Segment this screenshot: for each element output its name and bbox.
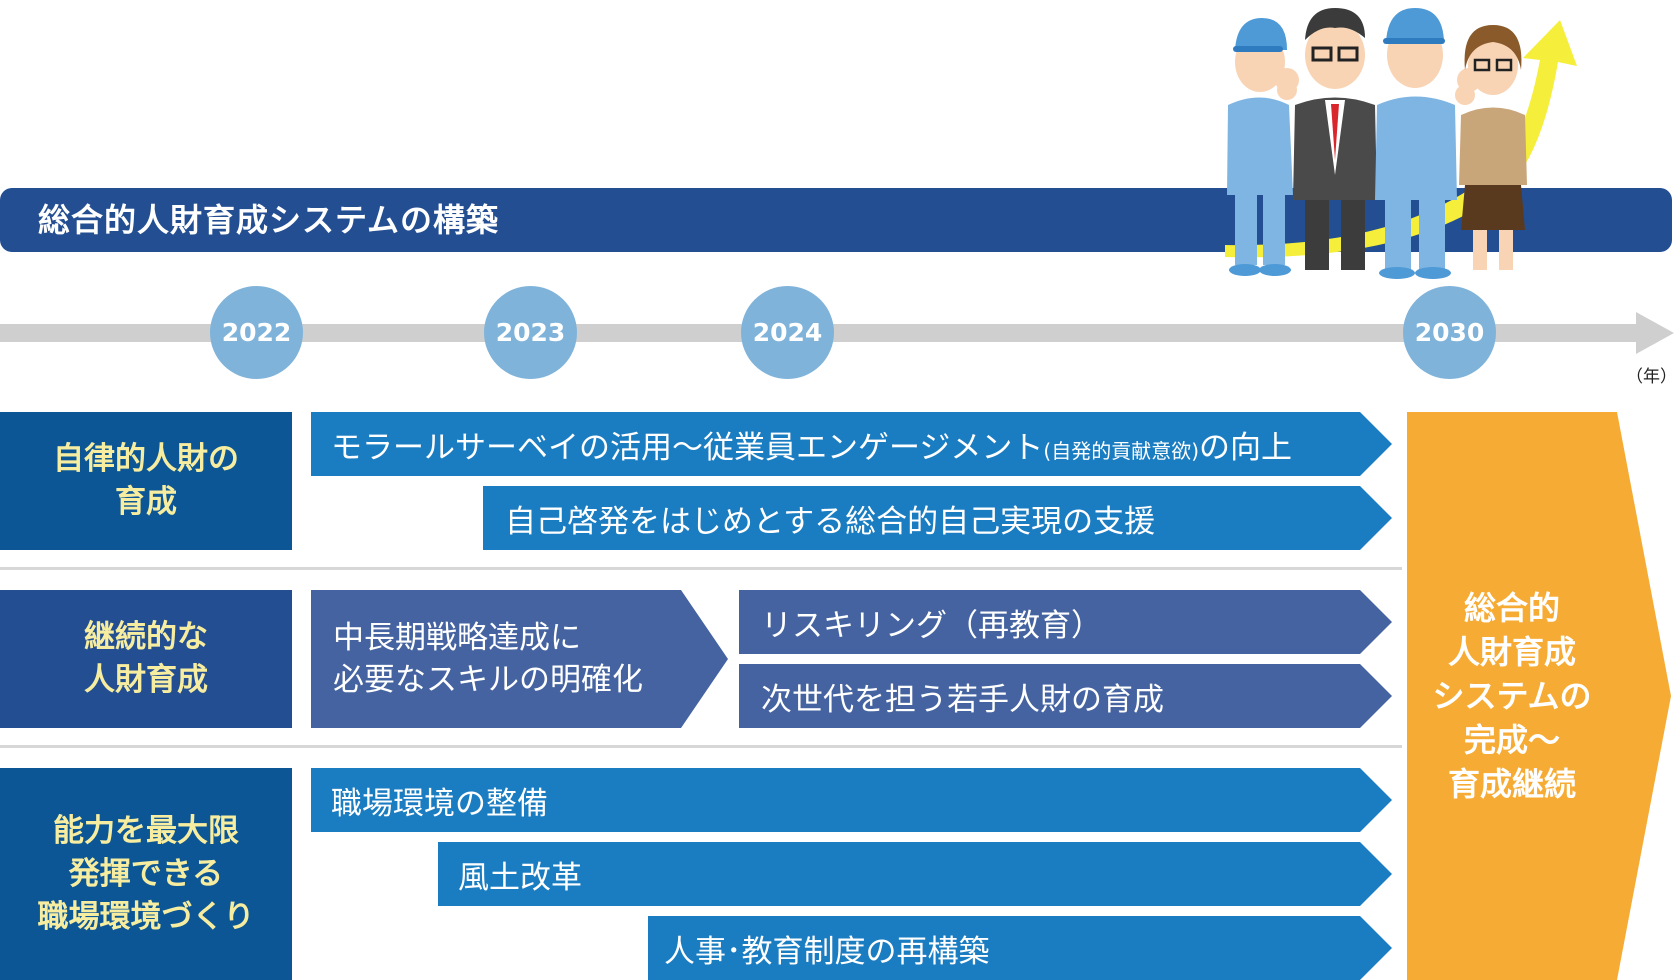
bar-label: 風土改革 bbox=[458, 859, 582, 896]
bar-label: 人事･教育制度の再構築 bbox=[664, 933, 990, 970]
category-autonomous: 自律的人財の 育成 bbox=[0, 412, 292, 550]
category-workplace: 能力を最大限 発揮できる 職場環境づくり bbox=[0, 768, 292, 980]
year-marker-2024: 2024 bbox=[741, 286, 834, 379]
worker-woman-icon bbox=[1227, 18, 1297, 276]
page-title: 総合的人財育成システムの構築 bbox=[38, 201, 500, 239]
category-label: 継続的な 人財育成 bbox=[84, 619, 208, 698]
bar-label: 中長期戦略達成に 必要なスキルの明確化 bbox=[333, 620, 643, 698]
year-marker-2030: 2030 bbox=[1403, 286, 1496, 379]
bar-culture-reform: 風土改革 bbox=[438, 842, 1392, 906]
bar-label: モラールサーベイの活用～従業員エンゲージメント(自発的貢献意欲)の向上 bbox=[331, 429, 1292, 466]
bar-reskilling: リスキリング（再教育） bbox=[739, 590, 1392, 654]
goal-label: 総合的 人財育成 システムの 完成～ 育成継続 bbox=[1432, 589, 1592, 803]
row-divider bbox=[0, 567, 1402, 570]
bar-label: 職場環境の整備 bbox=[331, 785, 548, 822]
bar-label: 次世代を担う若手人財の育成 bbox=[761, 681, 1164, 718]
bar-skills-clarification: 中長期戦略達成に 必要なスキルの明確化 bbox=[311, 590, 728, 728]
bar-hr-system: 人事･教育制度の再構築 bbox=[648, 916, 1392, 980]
category-continuous: 継続的な 人財育成 bbox=[0, 590, 292, 728]
bar-morale-survey: モラールサーベイの活用～従業員エンゲージメント(自発的貢献意欲)の向上 bbox=[311, 412, 1392, 476]
bar-workplace-environment: 職場環境の整備 bbox=[311, 768, 1392, 832]
worker-suit-man-icon bbox=[1275, 8, 1377, 270]
category-label: 自律的人財の 育成 bbox=[53, 441, 239, 520]
category-label: 能力を最大限 発揮できる 職場環境づくり bbox=[37, 812, 255, 935]
year-unit-label: （年） bbox=[1626, 367, 1674, 387]
goal-text: 総合的 人財育成 システムの 完成～ 育成継続 bbox=[1407, 412, 1617, 980]
bar-next-generation: 次世代を担う若手人財の育成 bbox=[739, 664, 1392, 728]
year-marker-2023: 2023 bbox=[484, 286, 577, 379]
year-marker-2022: 2022 bbox=[210, 286, 303, 379]
row-divider bbox=[0, 745, 1402, 748]
worker-woman-suit-icon bbox=[1455, 25, 1527, 270]
bar-label: リスキリング（再教育） bbox=[761, 607, 1102, 644]
bar-label: 自己啓発をはじめとする総合的自己実現の支援 bbox=[505, 503, 1156, 540]
timeline-arrow-icon bbox=[1636, 312, 1674, 354]
team-illustration bbox=[1225, 8, 1577, 279]
bar-self-development: 自己啓発をはじめとする総合的自己実現の支援 bbox=[483, 486, 1392, 550]
worker-man-icon bbox=[1375, 8, 1481, 279]
goal-arrow bbox=[1407, 412, 1671, 980]
